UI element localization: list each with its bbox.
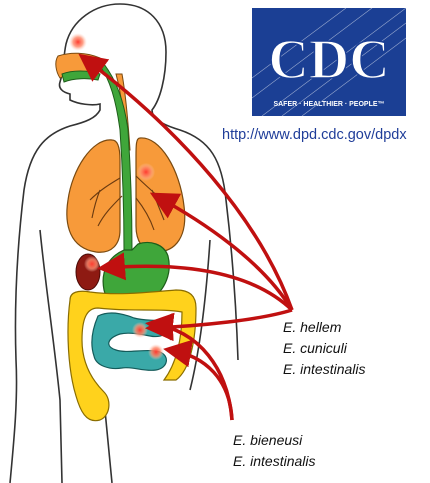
mouth xyxy=(62,71,100,82)
cdc-logo: CDC SAFER · HEALTHIER · PEOPLE™ xyxy=(252,8,406,116)
infection-site-icon xyxy=(84,256,100,272)
infection-site-icon xyxy=(69,33,87,51)
infection-site-icon xyxy=(132,322,148,338)
source-url[interactable]: http://www.dpd.cdc.gov/dpdx xyxy=(222,127,407,143)
infection-site-icon xyxy=(137,163,155,181)
species-label: E. bieneusi xyxy=(233,430,315,451)
cdc-logo-letters: CDC xyxy=(268,29,389,91)
upper-species-label: E. hellem E. cuniculi E. intestinalis xyxy=(283,317,365,380)
species-label: E. cuniculi xyxy=(283,338,365,359)
species-label: E. intestinalis xyxy=(283,359,365,380)
arrow-to-intestine-upper xyxy=(152,310,292,328)
infection-site-icon xyxy=(148,344,164,360)
arrow-lower-to-intestine-a xyxy=(152,324,232,420)
cdc-logo-tagline: SAFER · HEALTHIER · PEOPLE™ xyxy=(273,101,384,108)
species-label: E. intestinalis xyxy=(233,451,315,472)
species-label: E. hellem xyxy=(283,317,365,338)
lower-species-label: E. bieneusi E. intestinalis xyxy=(233,430,315,472)
small-intestine xyxy=(92,313,169,370)
